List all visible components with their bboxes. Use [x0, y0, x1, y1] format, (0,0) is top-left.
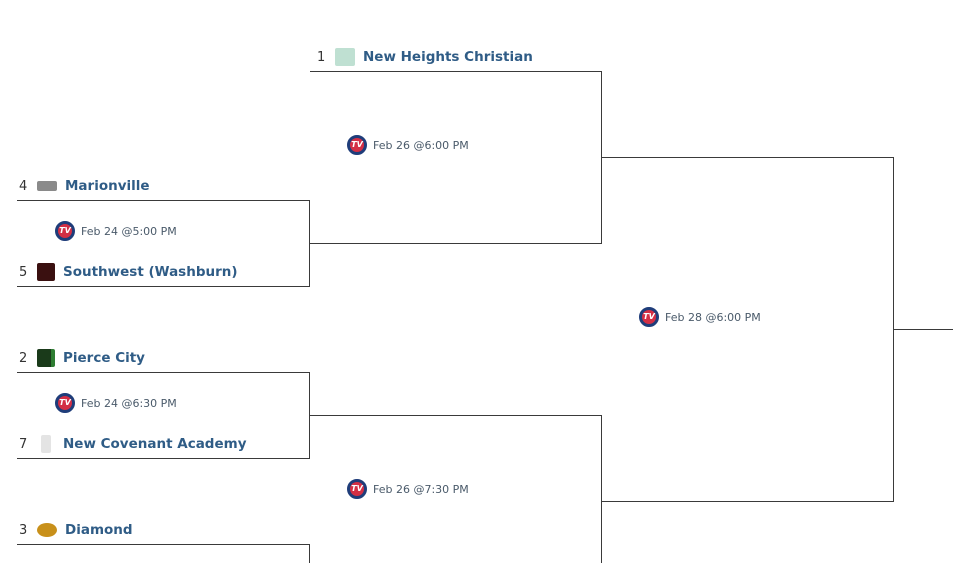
bracket-line: [602, 157, 894, 158]
team-link[interactable]: Pierce City: [63, 350, 145, 366]
team-entry: 2 Pierce City: [19, 348, 145, 368]
team-link[interactable]: Southwest (Washburn): [63, 264, 238, 280]
bracket-line: [310, 415, 602, 416]
shield-logo-icon: [335, 48, 355, 66]
team-link[interactable]: Diamond: [65, 522, 133, 538]
bracket-line: [602, 501, 894, 502]
team-link[interactable]: New Heights Christian: [363, 49, 533, 65]
tv-icon: [55, 221, 75, 241]
game-time[interactable]: Feb 24 @5:00 PM: [81, 224, 177, 238]
game-info[interactable]: Feb 26 @7:30 PM: [347, 477, 469, 501]
bracket-line: [17, 544, 310, 545]
bracket-line: [309, 200, 310, 287]
team-entry: 4 Marionville: [19, 176, 150, 196]
comet-logo-icon: [37, 181, 57, 191]
team-seed: 5: [19, 264, 28, 280]
team-seed: 2: [19, 350, 28, 366]
bracket-line: [17, 286, 310, 287]
bracket-line: [17, 458, 310, 459]
team-seed: 3: [19, 522, 28, 538]
bracket-line: [309, 372, 310, 459]
bracket-line: [310, 71, 602, 72]
team-link[interactable]: Marionville: [65, 178, 150, 194]
bracket-line: [601, 71, 602, 244]
game-time[interactable]: Feb 26 @6:00 PM: [373, 138, 469, 152]
game-time[interactable]: Feb 26 @7:30 PM: [373, 482, 469, 496]
team-seed: 1: [317, 49, 326, 65]
bracket-line: [601, 415, 602, 563]
team-seed: 4: [19, 178, 28, 194]
team-entry: 7 New Covenant Academy: [19, 434, 247, 454]
bracket-line: [309, 544, 310, 563]
tv-icon: [347, 479, 367, 499]
team-link[interactable]: New Covenant Academy: [63, 436, 247, 452]
tv-icon: [55, 393, 75, 413]
game-info[interactable]: Feb 24 @6:30 PM: [55, 391, 177, 415]
game-info[interactable]: Feb 26 @6:00 PM: [347, 133, 469, 157]
bracket-line: [894, 329, 953, 330]
team-entry: 5 Southwest (Washburn): [19, 262, 238, 282]
wildcat-logo-icon: [37, 523, 57, 537]
game-info[interactable]: Feb 28 @6:00 PM: [639, 305, 761, 329]
bracket-line: [17, 372, 310, 373]
game-info[interactable]: Feb 24 @5:00 PM: [55, 219, 177, 243]
tv-icon: [347, 135, 367, 155]
team-entry: 1 New Heights Christian: [317, 47, 533, 67]
pc-logo-icon: [37, 349, 55, 367]
bracket-line: [310, 243, 602, 244]
bracket-line: [17, 200, 310, 201]
nca-logo-icon: [41, 435, 51, 453]
tv-icon: [639, 307, 659, 327]
team-seed: 7: [19, 436, 28, 452]
team-entry: 3 Diamond: [19, 520, 133, 540]
game-time[interactable]: Feb 24 @6:30 PM: [81, 396, 177, 410]
bracket-line: [893, 157, 894, 502]
game-time[interactable]: Feb 28 @6:00 PM: [665, 310, 761, 324]
sw-logo-icon: [37, 263, 55, 281]
